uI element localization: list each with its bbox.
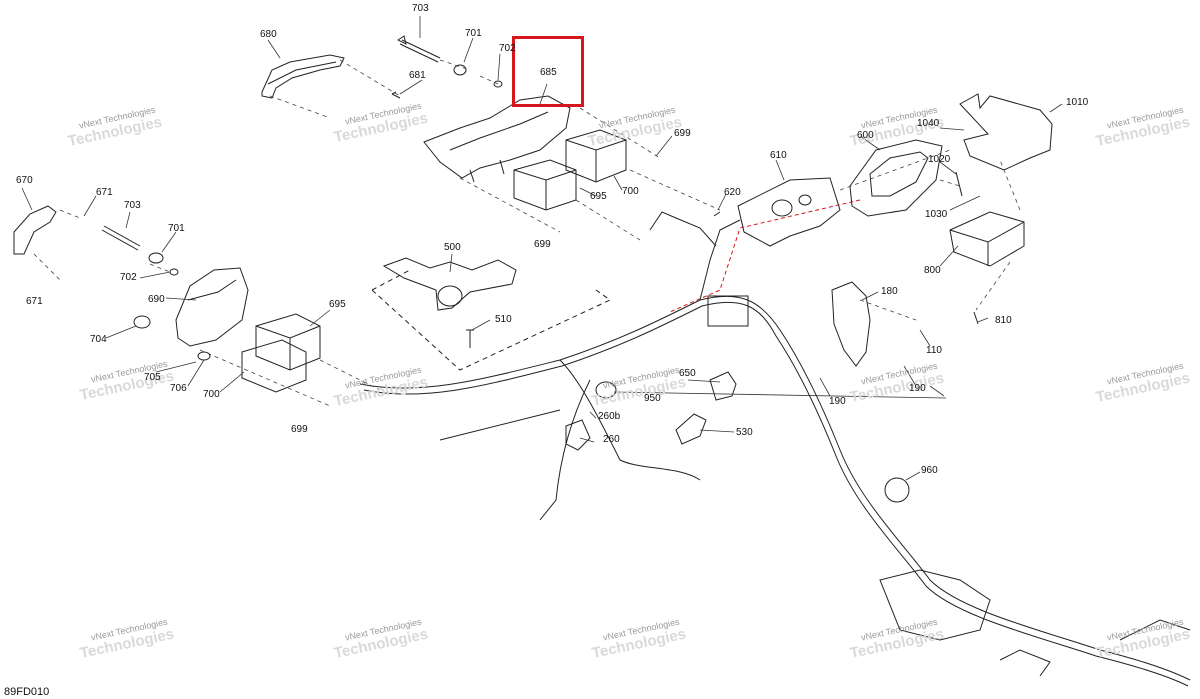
callout-671[interactable]: 671 (26, 296, 43, 307)
highlight-box[interactable] (512, 36, 584, 107)
callout-699[interactable]: 699 (674, 128, 691, 139)
callout-690[interactable]: 690 (148, 294, 165, 305)
callout-685[interactable]: 685 (540, 67, 557, 78)
callout-681[interactable]: 681 (409, 70, 426, 81)
callout-600[interactable]: 600 (857, 130, 874, 141)
callout-530[interactable]: 530 (736, 427, 753, 438)
part-700-relay-left (241, 339, 307, 393)
callout-701[interactable]: 701 (168, 223, 185, 234)
callout-703[interactable]: 703 (124, 200, 141, 211)
part-701-washer-left (148, 252, 164, 264)
part-1020-bolt (955, 171, 963, 197)
callout-190[interactable]: 190 (909, 383, 926, 394)
red-dashed-link (669, 199, 861, 313)
callout-610[interactable]: 610 (770, 150, 787, 161)
callout-1020[interactable]: 1020 (928, 154, 951, 165)
part-610-housing (737, 177, 841, 247)
part-704-grommet (133, 315, 151, 329)
diagram-reference-code: 89FD010 (4, 686, 50, 698)
part-702-nut (493, 80, 503, 88)
callout-705[interactable]: 705 (144, 372, 161, 383)
part-530-connector (675, 413, 707, 445)
callout-671[interactable]: 671 (96, 187, 113, 198)
callout-706[interactable]: 706 (170, 383, 187, 394)
part-500-switch (382, 257, 517, 311)
part-695-relay-top (513, 159, 577, 211)
callout-260[interactable]: 260 (603, 434, 620, 445)
callout-695[interactable]: 695 (590, 191, 607, 202)
part-703-bolt-left (101, 225, 141, 251)
wiring-harness (359, 211, 1191, 687)
part-950-socket (595, 381, 617, 399)
callout-180[interactable]: 180 (881, 286, 898, 297)
part-700-relay-top (565, 129, 627, 183)
part-180-bracket (831, 281, 871, 367)
part-600-gauge (849, 139, 943, 217)
callout-190[interactable]: 190 (829, 396, 846, 407)
callout-810[interactable]: 810 (995, 315, 1012, 326)
callout-620[interactable]: 620 (724, 187, 741, 198)
part-960-plug (884, 477, 910, 503)
callout-699[interactable]: 699 (534, 239, 551, 250)
part-701-washer (453, 64, 467, 76)
callout-500[interactable]: 500 (444, 242, 461, 253)
callout-702[interactable]: 702 (499, 43, 516, 54)
part-702-nut-left (169, 268, 179, 276)
group-500-outline (371, 269, 611, 371)
part-510-screw (466, 329, 474, 348)
part-800-module (949, 211, 1025, 267)
callout-699[interactable]: 699 (291, 424, 308, 435)
part-685-bracket (423, 95, 571, 183)
part-260-connector (565, 419, 591, 451)
callout-703[interactable]: 703 (412, 3, 429, 14)
part-695-relay-left (255, 313, 321, 371)
part-1010-bracket (959, 93, 1053, 171)
callout-510[interactable]: 510 (495, 314, 512, 325)
callout-702[interactable]: 702 (120, 272, 137, 283)
callout-695[interactable]: 695 (329, 299, 346, 310)
dashed-guides (33, 59, 1021, 407)
callout-704[interactable]: 704 (90, 334, 107, 345)
part-650-connector (709, 371, 737, 401)
callout-260b[interactable]: 260b (598, 411, 621, 422)
part-690-bracket (175, 267, 249, 347)
part-620-screw (713, 211, 721, 217)
part-681-screw (391, 91, 401, 99)
callout-1040[interactable]: 1040 (917, 118, 940, 129)
callout-680[interactable]: 680 (260, 29, 277, 40)
part-680-bracket (261, 54, 345, 99)
callout-960[interactable]: 960 (921, 465, 938, 476)
callout-670[interactable]: 670 (16, 175, 33, 186)
callout-701[interactable]: 701 (465, 28, 482, 39)
part-670-bracket (13, 205, 57, 255)
callout-1010[interactable]: 1010 (1066, 97, 1089, 108)
callout-950[interactable]: 950 (644, 393, 661, 404)
callout-650[interactable]: 650 (679, 368, 696, 379)
callout-700[interactable]: 700 (622, 186, 639, 197)
leader-lines (21, 16, 1063, 481)
part-703-bolt (397, 35, 441, 63)
callout-700[interactable]: 700 (203, 389, 220, 400)
callout-1030[interactable]: 1030 (925, 209, 948, 220)
part-810-screw (973, 311, 979, 325)
callout-110[interactable]: 110 (926, 345, 942, 356)
callout-800[interactable]: 800 (924, 265, 941, 276)
